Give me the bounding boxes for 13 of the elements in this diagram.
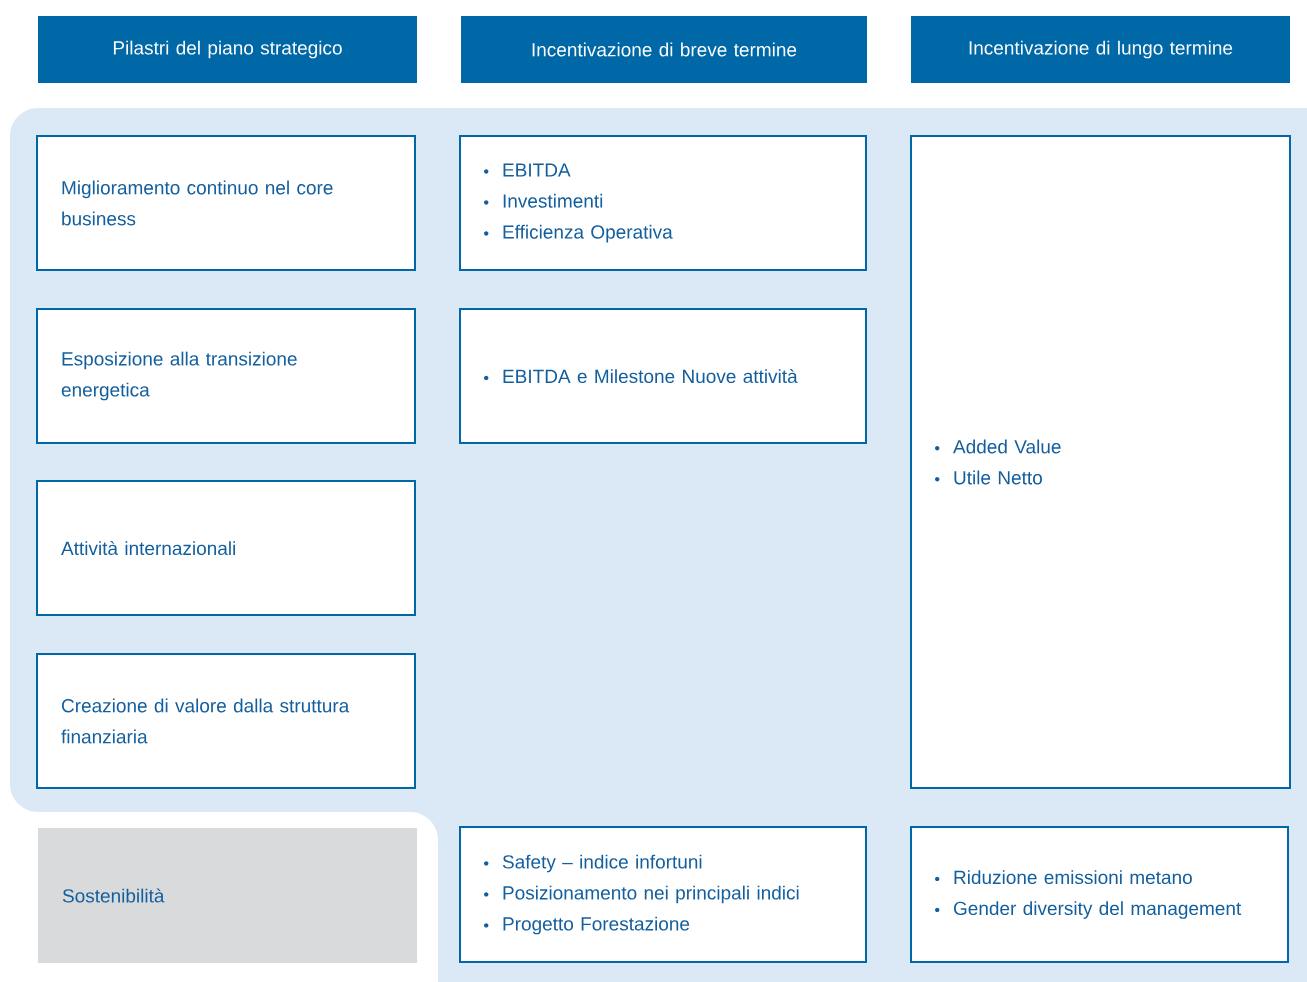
metric-box: EBITDA e Milestone Nuove attività [459, 308, 867, 444]
pillar-box: Creazione di valore dalla struttura finanziaria [36, 653, 416, 789]
metric-box: Riduzione emissioni metano Gender diversity del management [910, 826, 1289, 963]
pillar-box: Sostenibilità [38, 828, 417, 963]
header-box: Incentivazione di breve termine [461, 16, 867, 83]
header-box: Pilastri del piano strategico [38, 16, 417, 83]
pillar-box: Attività internazionali [36, 480, 416, 616]
metric-box: EBITDA Investimenti Efficienza Operativa [459, 135, 867, 271]
metric-box: Safety – indice infortuni Posizionamento nei principali indici Progetto Forestazione [459, 826, 867, 963]
metric-box: Added Value Utile Netto [910, 135, 1291, 789]
pillar-box: Miglioramento continuo nel core business [36, 135, 416, 271]
header-box: Incentivazione di lungo termine [911, 16, 1290, 83]
pillar-box: Esposizione alla transizione energetica [36, 308, 416, 444]
